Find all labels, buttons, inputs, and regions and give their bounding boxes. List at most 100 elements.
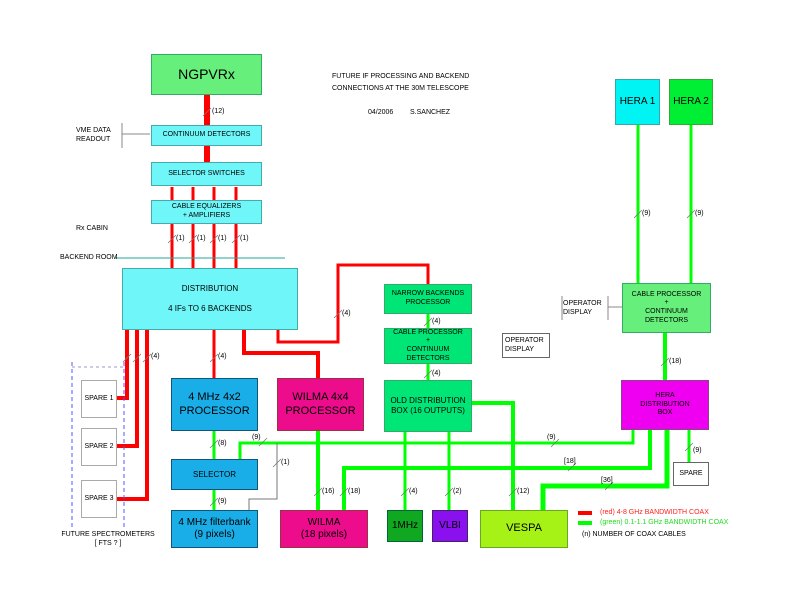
operator-display-right-line1: OPERATOR <box>563 300 602 307</box>
cable-equalizers-box[interactable]: CABLE EQUALIZERS + AMPLIFIERS <box>151 200 262 224</box>
count-cp-hera: (18) <box>669 358 682 365</box>
backend-room-label: BACKEND ROOM <box>60 254 118 261</box>
operator-display-mid: OPERATOR DISPLAY <box>502 333 550 358</box>
cable-processor-mid-box[interactable]: CABLE PROCESSOR + CONTINUUM DETECTORS <box>384 328 472 364</box>
cable-processor-mid-line3: CONTINUUM <box>406 346 450 353</box>
spare-right-label: SPARE <box>679 469 703 477</box>
spare-right-box[interactable]: SPARE <box>673 462 709 486</box>
red-cable-spare1 <box>117 330 129 400</box>
cable-processor-right-line1: CABLE PROCESSOR <box>631 290 702 298</box>
count-dist-narrow: (4) <box>342 310 351 317</box>
4mhz-processor-line2: PROCESSOR <box>179 404 250 417</box>
date: 04/2006 <box>368 109 394 116</box>
cable-processor-right-box[interactable]: CABLE PROCESSOR + CONTINUUM DETECTORS <box>622 283 711 333</box>
ngpvrx-label: NGPVRx <box>178 65 235 82</box>
title-line-2: CONNECTIONS AT THE 30M TELESCOPE <box>332 85 469 92</box>
cable-processor-mid-line1: CABLE PROCESSOR <box>393 328 463 336</box>
1mhz-label: 1MHz <box>391 519 419 531</box>
wilma-processor-box[interactable]: WILMA 4x4 PROCESSOR <box>277 378 364 431</box>
operator-display-mid-line2: DISPLAY <box>505 345 535 353</box>
green-cable-hera-wilma18 <box>342 430 652 510</box>
old-distribution-line1: OLD DISTRIBUTION <box>390 396 466 405</box>
count-hera-36: [36] <box>601 477 613 484</box>
wilma-processor-line2: PROCESSOR <box>285 404 356 417</box>
selector-label: SELECTOR <box>193 469 236 479</box>
hera1-label: HERA 1 <box>619 95 656 107</box>
count-wilma18: (18) <box>348 488 361 495</box>
count-hera-18: [18] <box>564 458 576 465</box>
narrow-backends-box[interactable]: NARROW BACKENDS PROCESSOR <box>384 284 472 314</box>
continuum-detectors-box[interactable]: CONTINUUM DETECTORS <box>151 125 262 146</box>
hera-distribution-line2: DISTRIBUTION <box>640 400 690 408</box>
vespa-label: VESPA <box>506 522 542 535</box>
vlbi-box[interactable]: VLBI <box>432 510 468 542</box>
operator-display-mid-line1: OPERATOR <box>505 336 544 344</box>
count-hera2: (9) <box>695 210 704 217</box>
distribution-box[interactable]: DISTRIBUTION 4 IFs TO 6 BACKENDS <box>122 268 298 330</box>
legend-green-swatch <box>578 520 592 525</box>
spare3-label: SPARE 3 <box>84 494 114 502</box>
hera1-box[interactable]: HERA 1 <box>615 79 660 125</box>
ngpvrx-box[interactable]: NGPVRx <box>151 54 262 95</box>
spare1-label: SPARE 1 <box>84 394 114 402</box>
green-cable-old-vespa <box>472 401 515 510</box>
spare2-label: SPARE 2 <box>84 442 114 450</box>
wilma-box[interactable]: WILMA (18 pixels) <box>280 510 368 548</box>
count-hera-9: (9) <box>547 434 556 441</box>
hera2-box[interactable]: HERA 2 <box>669 79 713 125</box>
filterbank-line1: 4 MHz filterbank <box>178 516 251 528</box>
count-eq-3: (1) <box>218 235 227 242</box>
filterbank-line2: (9 pixels) <box>194 529 235 540</box>
hera-distribution-box[interactable]: HERA DISTRIBUTION BOX <box>621 380 709 430</box>
red-cable-narrow <box>276 263 430 344</box>
count-dist-spares: (4) <box>151 353 160 360</box>
count-wilma16: (16) <box>322 488 335 495</box>
spare1-box[interactable]: SPARE 1 <box>81 380 117 418</box>
future-spectrometers-line1: FUTURE SPECTROMETERS <box>61 531 155 538</box>
wilma-line2: (18 pixels) <box>300 529 348 540</box>
count-hera-fb: (1) <box>281 459 290 466</box>
legend-n: (n) NUMBER OF COAX CABLES <box>582 531 686 538</box>
filterbank-box[interactable]: 4 MHz filterbank (9 pixels) <box>171 510 258 548</box>
spare3-box[interactable]: SPARE 3 <box>81 480 117 518</box>
author: S.SANCHEZ <box>410 109 451 116</box>
red-cable-spare3 <box>117 330 149 501</box>
red-cable-wilma <box>242 330 320 378</box>
cable-processor-right-line3: CONTINUUM <box>645 308 688 315</box>
hera2-label: HERA 2 <box>673 95 709 107</box>
hera-distribution-line1: HERA <box>655 391 675 399</box>
count-old-vlbi: (2) <box>453 488 462 495</box>
operator-display-right-label: OPERATOR DISPLAY <box>563 300 602 318</box>
wilma-line1: WILMA <box>307 516 341 528</box>
count-eq-1: (1) <box>176 235 185 242</box>
old-distribution-box[interactable]: OLD DISTRIBUTION BOX (16 OUTPUTS) <box>384 380 472 432</box>
cable-processor-right-line4: DETECTORS <box>644 316 689 324</box>
vme-line1: VME DATA <box>76 127 111 134</box>
count-dist-4mhz: (4) <box>218 353 227 360</box>
future-spectrometers-line2: [ FTS ? ] <box>94 539 122 547</box>
legend-red-swatch <box>578 510 592 515</box>
gray-cable-hera-fb <box>248 443 278 510</box>
legend-red: (red) 4-8 GHz BANDWIDTH COAX <box>578 509 709 516</box>
wilma-processor-line1: WILMA 4x4 <box>292 390 349 403</box>
distribution-line1: DISTRIBUTION <box>181 284 239 293</box>
count-ngpvrx: (12) <box>212 108 225 115</box>
vespa-box[interactable]: VESPA <box>480 510 568 548</box>
4mhz-processor-line1: 4 MHz 4x2 <box>188 390 241 403</box>
count-hera-spare: (9) <box>693 447 702 454</box>
green-cable-hera-vespa36 <box>540 430 670 510</box>
green-cable-hera-selector <box>238 430 635 459</box>
count-old-1mhz: (4) <box>409 488 418 495</box>
legend-red-text: (red) 4-8 GHz BANDWIDTH COAX <box>600 509 709 516</box>
selector-box[interactable]: SELECTOR <box>171 459 258 490</box>
4mhz-processor-box[interactable]: 4 MHz 4x2 PROCESSOR <box>171 378 258 431</box>
vme-line2: READOUT <box>76 135 111 143</box>
cable-count-slashes <box>122 107 696 507</box>
count-eq-4: (1) <box>240 235 249 242</box>
count-narrow-cp: (4) <box>432 318 441 325</box>
selector-switches-box[interactable]: SELECTOR SWITCHES <box>151 162 262 186</box>
spare2-box[interactable]: SPARE 2 <box>81 428 117 466</box>
count-proc-selector: (8) <box>218 440 227 447</box>
1mhz-box[interactable]: 1MHz <box>387 510 423 542</box>
